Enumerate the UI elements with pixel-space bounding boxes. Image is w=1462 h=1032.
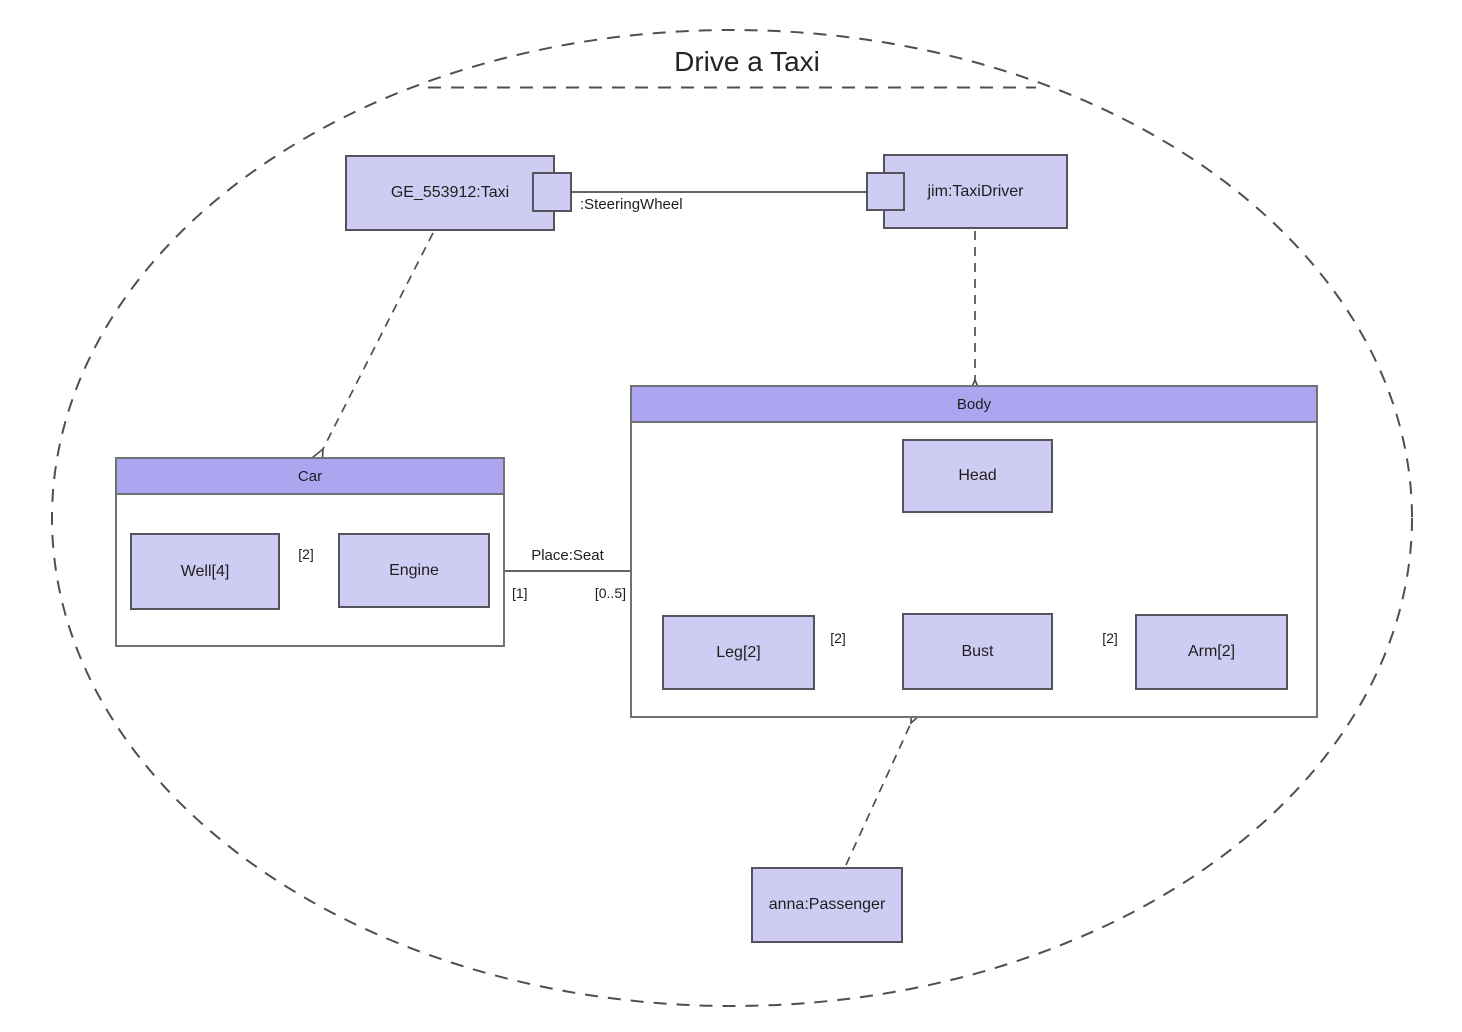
leg-bust-multiplicity-label: [2] bbox=[830, 630, 846, 646]
bust-arm-multiplicity-label: [2] bbox=[1102, 630, 1118, 646]
body-part-arm-label: Arm[2] bbox=[1187, 643, 1236, 660]
car-part-well-box: Well[4] bbox=[130, 533, 280, 610]
car-part-engine-label: Engine bbox=[389, 561, 439, 579]
driver-steering-wheel-port bbox=[866, 172, 905, 211]
taxi-instance-box: GE_553912:Taxi bbox=[345, 155, 555, 231]
body-part-bust-label: Bust bbox=[961, 642, 994, 660]
car-part-engine-box: Engine bbox=[338, 533, 490, 608]
car-part-well-label: Well[4] bbox=[180, 562, 230, 580]
place-seat-connector-label: Place:Seat bbox=[531, 547, 604, 564]
dependency-arrow-passenger-to-body bbox=[845, 723, 911, 866]
body-part-bust-box: Bust bbox=[902, 613, 1053, 690]
well-engine-multiplicity-label: [2] bbox=[298, 546, 314, 562]
taxi-instance-label: GE_553912:Taxi bbox=[390, 184, 510, 201]
passenger-instance-label: anna:Passenger bbox=[768, 896, 886, 913]
passenger-instance-box: anna:Passenger bbox=[751, 867, 903, 943]
driver-instance-label: jim:TaxiDriver bbox=[927, 182, 1024, 200]
dependency-arrow-taxi-to-car bbox=[323, 232, 434, 449]
body-part-arm-box: Arm[2] bbox=[1135, 614, 1288, 690]
steering-wheel-connector-label: :SteeringWheel bbox=[580, 196, 683, 213]
body-class-header: Body bbox=[632, 387, 1316, 423]
driver-instance-box: jim:TaxiDriver bbox=[883, 154, 1068, 229]
body-part-leg-label: Leg[2] bbox=[716, 643, 761, 661]
car-class-header: Car bbox=[117, 459, 503, 495]
place-seat-left-multiplicity-label: [1] bbox=[512, 585, 528, 601]
body-part-head-label: Head bbox=[958, 467, 997, 484]
system-boundary-ellipse bbox=[51, 29, 1413, 1007]
body-part-head-box: Head bbox=[902, 439, 1053, 513]
taxi-steering-wheel-port bbox=[532, 172, 572, 212]
body-class-title: Body bbox=[956, 395, 992, 413]
car-class-title: Car bbox=[297, 467, 323, 485]
diagram-title: Drive a Taxi bbox=[674, 46, 820, 77]
place-seat-right-multiplicity-label: [0..5] bbox=[594, 585, 626, 601]
body-part-leg-box: Leg[2] bbox=[662, 615, 815, 690]
